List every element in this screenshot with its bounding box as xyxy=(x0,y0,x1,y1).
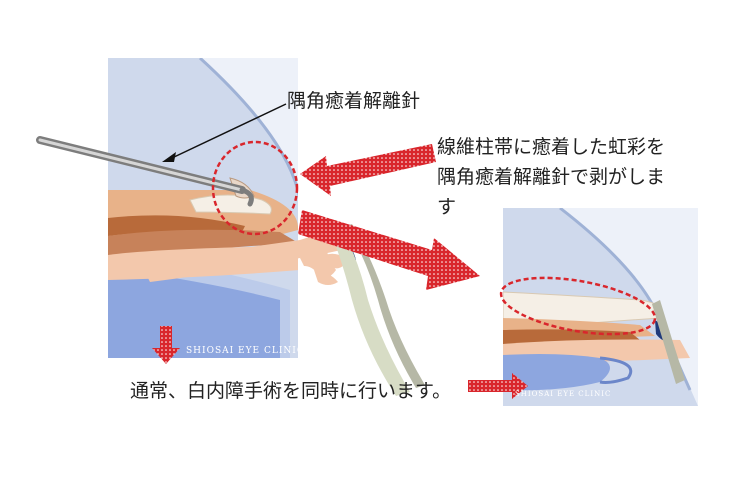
needle-pointer xyxy=(162,103,287,162)
description-line: 隅角癒着解離針で剥がしま xyxy=(437,166,666,188)
arrow-diagonal-icon xyxy=(298,210,480,290)
highlight-ellipse-right xyxy=(499,276,657,336)
note-label: 通常、白内障手術を同時に行います。 xyxy=(130,380,452,402)
arrow-right-icon xyxy=(468,373,528,399)
clinic-watermark-left: SHIOSAI EYE CLINIC xyxy=(186,346,305,356)
needle-icon xyxy=(36,136,254,207)
description-line: 線維柱帯に癒着した虹彩を xyxy=(437,136,666,158)
description-label: 線維柱帯に癒着した虹彩を 隅角癒着解離針で剥がしま す xyxy=(437,132,737,222)
right-eye-panel xyxy=(503,208,698,406)
needle-label: 隅角癒着解離針 xyxy=(287,90,421,112)
highlight-ellipse-left xyxy=(211,140,299,236)
arrow-left-icon xyxy=(300,144,436,196)
description-line: す xyxy=(437,196,457,218)
clinic-watermark-right: SHIOSAI EYE CLINIC xyxy=(515,390,612,398)
lens-right xyxy=(503,354,610,391)
left-eye-panel xyxy=(108,58,298,358)
lens xyxy=(108,268,280,358)
arrow-down-icon xyxy=(152,326,180,364)
